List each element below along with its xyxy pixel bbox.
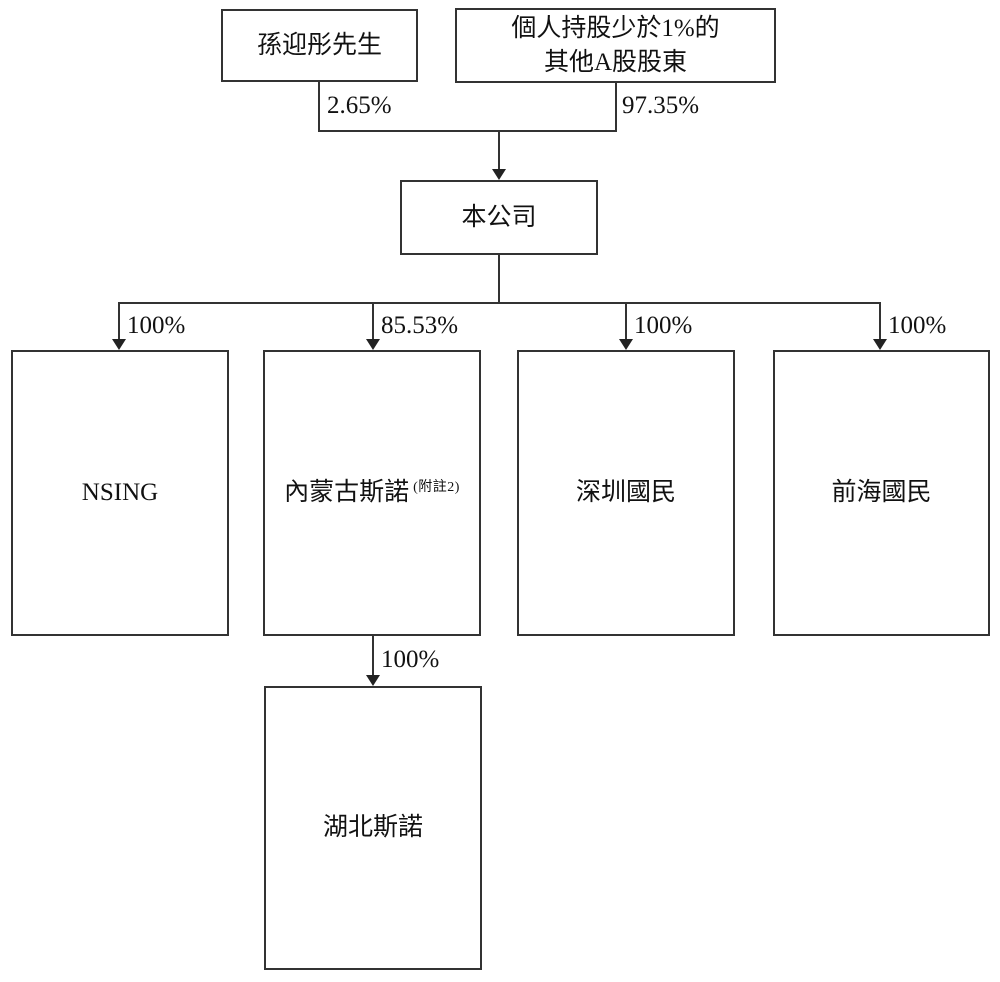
connector-shareholders-horizontal	[318, 130, 617, 132]
node-inner-mongolia: 內蒙古斯諾(附註2)	[263, 350, 481, 636]
arrowhead-down-icon	[366, 339, 380, 350]
node-company-label: 本公司	[461, 203, 537, 231]
arrowhead-down-icon	[492, 169, 506, 180]
ownership-label-sun: 2.65%	[327, 92, 392, 119]
node-company: 本公司	[400, 180, 598, 255]
node-shareholder-sun-label: 孫迎彤先生	[256, 31, 382, 59]
connector-others-drop	[615, 83, 617, 132]
arrowhead-down-icon	[366, 675, 380, 686]
node-nsing-label: NSING	[81, 479, 159, 507]
node-hubei: 湖北斯諾	[264, 686, 482, 970]
connector-drop-qianhai	[879, 302, 881, 339]
arrowhead-down-icon	[112, 339, 126, 350]
connector-company-drop	[498, 255, 500, 304]
node-shenzhen: 深圳國民	[517, 350, 735, 636]
node-qianhai-label: 前海國民	[831, 479, 932, 507]
node-inner-mongolia-note: (附註2)	[413, 480, 460, 496]
connector-sun-drop	[318, 81, 320, 132]
ownership-label-nsing: 100%	[127, 312, 186, 339]
ownership-label-others: 97.35%	[622, 92, 700, 119]
connector-inner-mongolia-to-hubei	[372, 636, 374, 675]
node-shareholder-others: 個人持股少於1%的 其他A股股東	[455, 8, 776, 83]
node-qianhai: 前海國民	[773, 350, 990, 636]
node-shareholder-others-label: 個人持股少於1%的 其他A股股東	[511, 12, 719, 80]
connector-drop-nsing	[118, 302, 120, 339]
ownership-label-qianhai: 100%	[888, 312, 947, 339]
arrowhead-down-icon	[873, 339, 887, 350]
connector-subsidiaries-horizontal	[118, 302, 881, 304]
ownership-label-shenzhen: 100%	[634, 312, 693, 339]
node-shareholder-others-line2: 其他A股股東	[543, 48, 688, 76]
connector-to-company	[498, 130, 500, 169]
ownership-label-hubei: 100%	[381, 646, 440, 673]
node-hubei-label: 湖北斯諾	[322, 814, 423, 842]
node-inner-mongolia-name: 內蒙古斯諾	[284, 479, 410, 507]
arrowhead-down-icon	[619, 339, 633, 350]
node-shareholder-sun: 孫迎彤先生	[221, 9, 418, 82]
node-shenzhen-label: 深圳國民	[575, 479, 676, 507]
connector-drop-inner-mongolia	[372, 302, 374, 339]
node-inner-mongolia-label: 內蒙古斯諾(附註2)	[284, 476, 460, 510]
node-shareholder-others-line1: 個人持股少於1%的	[511, 14, 720, 42]
node-nsing: NSING	[11, 350, 229, 636]
ownership-label-inner-mongolia: 85.53%	[381, 312, 459, 339]
connector-drop-shenzhen	[625, 302, 627, 339]
